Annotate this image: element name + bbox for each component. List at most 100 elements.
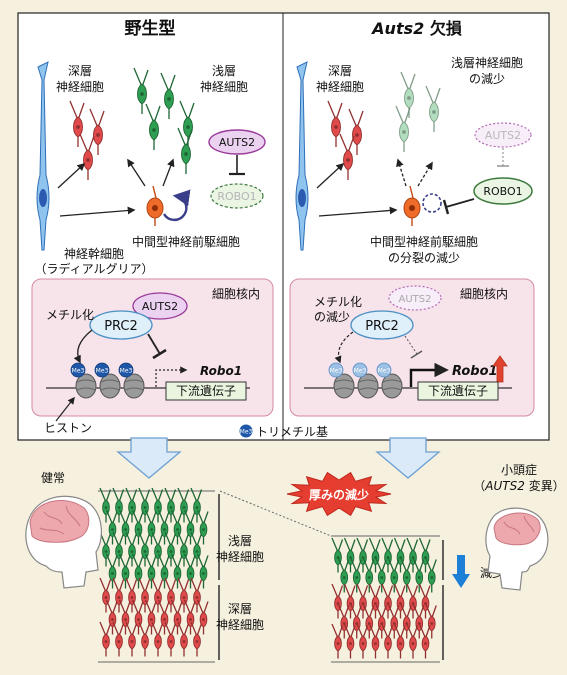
cortex-deep-neuron	[356, 623, 369, 659]
self-renewal-arrow	[162, 189, 191, 222]
left-nucleus-title: 細胞核内	[212, 287, 260, 301]
right-methylation-arrow	[334, 331, 354, 364]
histone	[357, 373, 379, 399]
right-nucleus-auts2-label: AUTS2	[399, 294, 432, 305]
cortex-upper-neuron	[131, 553, 144, 589]
knockout-title: Auts2 欠損	[370, 19, 463, 38]
deep-neuron	[327, 100, 343, 147]
deep-neuron	[89, 108, 105, 155]
left-downstream-label: 下流遺伝子	[176, 383, 236, 398]
cortex-deep-neuron	[125, 621, 138, 657]
microcephaly-cortex	[331, 537, 437, 659]
me3-mark	[352, 362, 368, 378]
cortex-upper-neuron	[337, 557, 350, 593]
healthy-head-icon	[25, 495, 102, 589]
cortex-upper-neuron	[387, 557, 400, 593]
cortex-deep-neuron	[112, 621, 125, 657]
upper-neuron	[133, 67, 149, 114]
microcephaly-head-icon	[485, 507, 549, 591]
radial-glia-cell	[36, 61, 50, 251]
healthy-label: 健常	[41, 471, 65, 485]
cortex-upper-neuron	[412, 557, 425, 593]
me3-label: Me3	[330, 368, 343, 375]
cortex-deep-neuron	[196, 599, 209, 635]
me3-label: Me3	[72, 368, 85, 375]
deep-neuron	[69, 100, 85, 147]
healthy-cortex	[99, 487, 209, 657]
cortex-deep-neuron	[331, 623, 344, 659]
stem-cell-label-2: （ラディアルグリア）	[34, 261, 153, 276]
reduced-upper-neuron	[425, 85, 441, 132]
right-methylation-label-2: の減少	[314, 309, 350, 324]
decrease-arrow-icon	[452, 555, 470, 588]
cortex-deep-neuron	[99, 577, 112, 613]
right-upper-label-1: 浅層神経細胞	[451, 56, 523, 70]
right-upper-label-2: の減少	[469, 71, 505, 86]
left-down-arrow	[116, 437, 182, 479]
histone	[123, 373, 145, 399]
cortex-deep-neuron	[393, 623, 406, 659]
dashed-arrow-upper-2	[417, 161, 433, 187]
right-robo1-node	[473, 177, 533, 205]
cortex-deep-neuron	[190, 621, 203, 657]
dashed-arrow-upper-1	[396, 158, 407, 187]
wild-type-title: 野生型	[125, 18, 176, 39]
cortex-upper-neuron	[112, 531, 125, 567]
histone-label: ヒストン	[44, 421, 92, 435]
microcephaly-label: 小頭症	[501, 462, 537, 477]
legend-me3-text: Me3	[240, 429, 253, 436]
cortex-deep-neuron	[138, 621, 151, 657]
arrow-right-stem-to-deep	[316, 162, 345, 189]
me3-mark	[328, 362, 344, 378]
left-downstream-gene-box	[165, 381, 247, 401]
left-neurons	[69, 67, 195, 180]
me3-mark	[118, 362, 134, 378]
cortex-upper-neuron	[177, 487, 190, 523]
right-auts2-node	[474, 122, 532, 148]
right-progenitor-cell	[403, 185, 421, 226]
deep-neuron	[339, 133, 355, 180]
upper-neuron	[160, 72, 176, 119]
cortex-deep-neuron	[343, 623, 356, 659]
cortex-upper-neuron	[196, 509, 209, 545]
left-upper-label-1: 浅層	[212, 64, 236, 78]
reduced-upper-neuron	[400, 71, 416, 118]
left-auts2-label: AUTS2	[219, 136, 255, 149]
left-robo1-label: ROBO1	[217, 190, 256, 203]
cortex-deep-neuron	[406, 623, 419, 659]
left-prc2-inhibit-bar	[152, 348, 167, 360]
cortex-deep-neuron	[177, 621, 190, 657]
left-progenitor-label: 中間型神経前駆細胞	[132, 234, 240, 249]
left-auts2-node	[208, 129, 266, 155]
left-methylation-arrow	[73, 329, 93, 364]
robo1-inhibit-line	[445, 198, 475, 208]
cortex-deep-neuron	[331, 583, 344, 619]
upper-neuron	[145, 103, 161, 150]
deep-neuron	[79, 133, 95, 180]
legend-me3-marker	[239, 424, 253, 438]
cortex-deep-neuron	[381, 623, 394, 659]
left-transcription-arrow	[155, 366, 188, 387]
cortex-upper-neuron	[425, 557, 437, 593]
left-prc2-label: PRC2	[104, 319, 138, 334]
right-progenitor-label-1: 中間型神経前駆細胞	[370, 234, 478, 249]
cortex-deep-neuron	[183, 599, 196, 635]
right-deep-label-1: 深層	[328, 64, 352, 78]
cortex-upper-neuron	[362, 557, 375, 593]
cortex-upper-neuron	[144, 553, 157, 589]
right-auts2-label: AUTS2	[485, 129, 521, 142]
arrow-progenitor-to-upper-2	[162, 158, 175, 187]
cortex-upper-neuron	[183, 553, 196, 589]
right-deep-label-2: 神経細胞	[316, 80, 364, 94]
me3-mark	[376, 362, 392, 378]
left-methylation-label: メチル化	[46, 308, 94, 322]
upper-layer-label-2: 神経細胞	[216, 550, 264, 564]
arrow-stem-to-progenitor	[59, 206, 136, 217]
right-nucleus-title: 細胞核内	[460, 287, 508, 301]
me3-label: Me3	[120, 368, 133, 375]
left-deep-label-2: 神経細胞	[56, 80, 104, 94]
right-transcription-arrow	[409, 362, 449, 387]
cortex-upper-neuron	[350, 557, 362, 593]
cortex-upper-neuron	[151, 487, 164, 523]
